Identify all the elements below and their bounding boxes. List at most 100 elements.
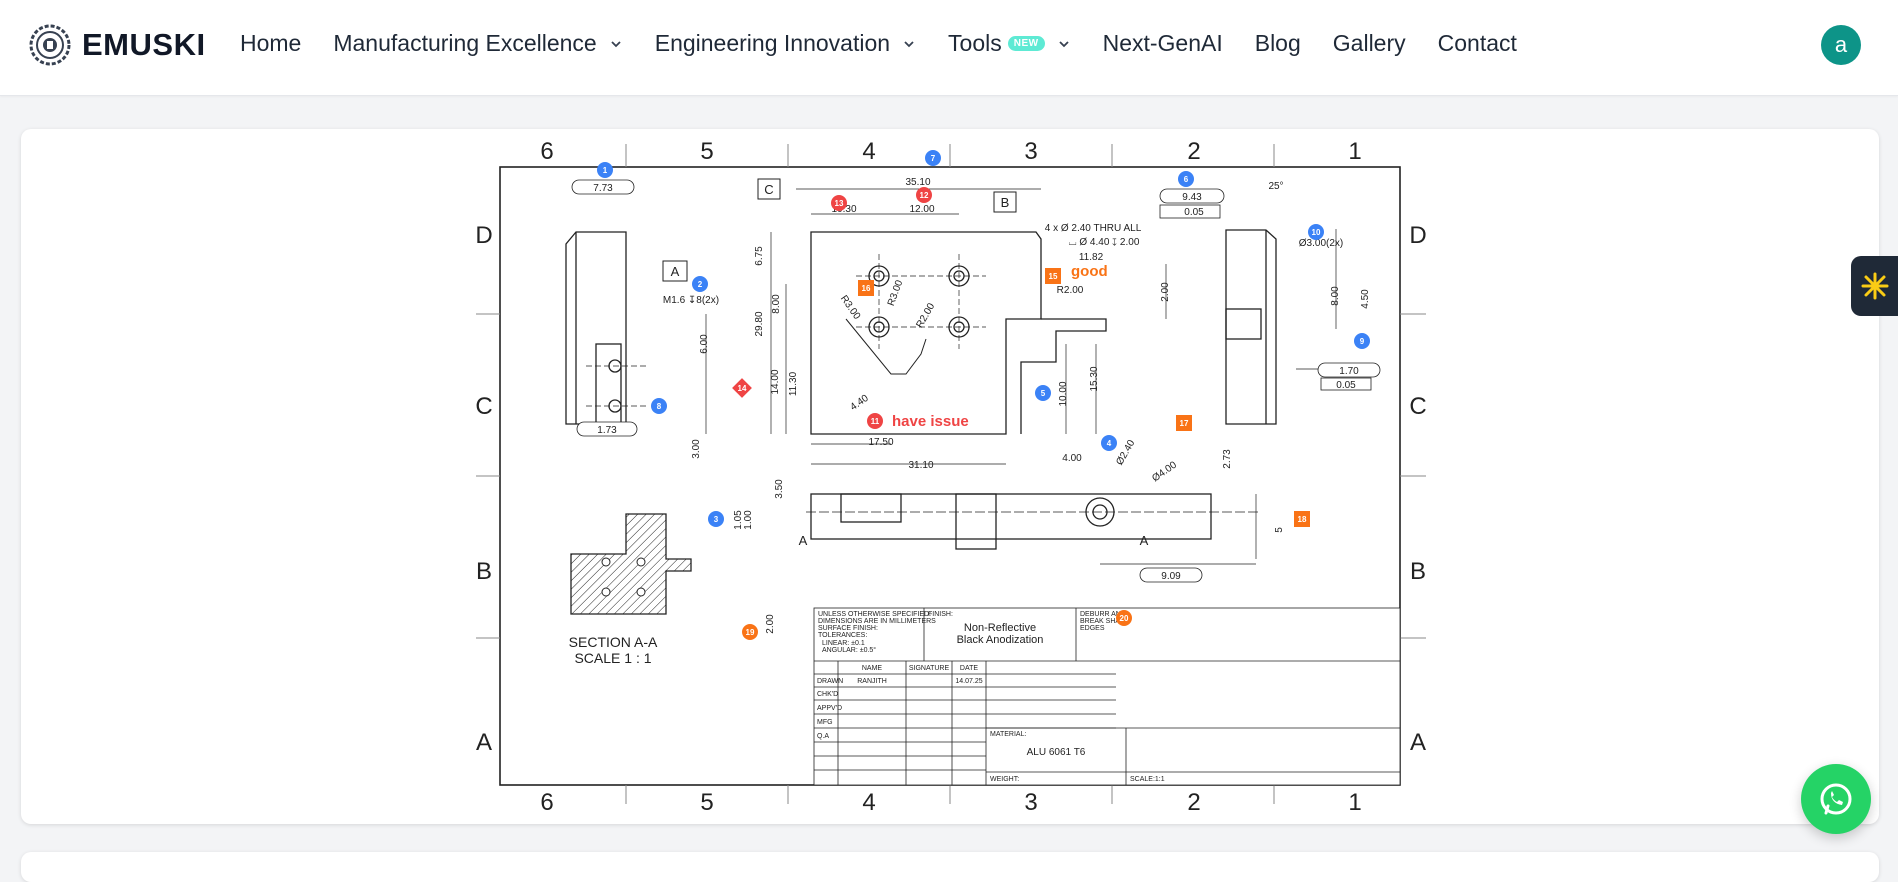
- annotation-marker-2[interactable]: 2: [692, 276, 708, 292]
- dimension-text: 1.73: [597, 425, 617, 436]
- title-block: [813, 607, 1401, 786]
- section-view: [806, 493, 1261, 550]
- col-header: SIGNATURE: [909, 665, 950, 672]
- dimension-text: R2.00: [1057, 285, 1084, 296]
- annotation-marker-20[interactable]: 20: [1116, 610, 1132, 626]
- nav-contact-label: Contact: [1437, 30, 1517, 56]
- svg-text:2: 2: [698, 280, 703, 289]
- svg-text:13: 13: [835, 199, 844, 208]
- svg-text:15: 15: [1049, 272, 1058, 281]
- dimension-text: 2.00: [1160, 282, 1171, 302]
- nav-engineering-innovation[interactable]: Engineering Innovation: [655, 30, 916, 57]
- nav-next-genai[interactable]: Next-GenAI: [1103, 30, 1223, 57]
- zone-col-label: 1: [1348, 138, 1361, 165]
- annotation-marker-12[interactable]: 12: [916, 187, 932, 203]
- annotation-marker-4[interactable]: 4: [1101, 435, 1117, 451]
- annotation-marker-3[interactable]: 3: [708, 511, 724, 527]
- dimension-text: 9.09: [1161, 571, 1181, 582]
- brand-name: EMUSKI: [82, 27, 206, 62]
- dimension-text: 14.00: [770, 369, 781, 394]
- zone-row-label: D: [475, 222, 492, 249]
- deburr-note: EDGES: [1080, 625, 1105, 632]
- annotation-marker-5[interactable]: 5: [1035, 385, 1051, 401]
- drawn-date: 14.07.25: [955, 678, 982, 685]
- zone-col-label: 3: [1024, 138, 1037, 165]
- col-header: NAME: [862, 665, 883, 672]
- dimension-text: 1.70: [1339, 366, 1359, 377]
- nav-tools[interactable]: Tools NEW: [948, 30, 1071, 57]
- right-side-view: [1225, 229, 1277, 425]
- nav-gallery-label: Gallery: [1332, 30, 1406, 56]
- section-hatch: [570, 513, 692, 615]
- chevron-down-icon: [904, 40, 914, 47]
- nav-manufacturing-excellence[interactable]: Manufacturing Excellence: [333, 30, 622, 57]
- dimension-text: 3.50: [774, 479, 785, 499]
- annotation-marker-13[interactable]: 13: [831, 195, 847, 211]
- user-avatar[interactable]: a: [1821, 25, 1861, 65]
- svg-text:12: 12: [920, 191, 929, 200]
- nav-gallery[interactable]: Gallery: [1333, 30, 1406, 57]
- col-header: DATE: [960, 665, 978, 672]
- annotation-marker-18[interactable]: 18: [1294, 511, 1310, 527]
- new-badge: NEW: [1007, 36, 1045, 51]
- dimension-text: 4.50: [1360, 289, 1371, 309]
- annotation-marker-14[interactable]: 14: [732, 378, 752, 398]
- dimension-text: 4 x Ø 2.40 THRU ALL: [1045, 223, 1142, 234]
- annotation-marker-7[interactable]: 7: [925, 150, 941, 166]
- comment-issue[interactable]: have issue: [892, 413, 969, 430]
- engineering-drawing: 6 5 4 3 2 1 6 5 4 3 2 1 D C B A D C B A: [475, 138, 1426, 816]
- dimension-text: 5: [1274, 527, 1285, 533]
- brand-logo[interactable]: EMUSKI: [28, 23, 206, 67]
- dimension-text: 10.30: [831, 204, 856, 215]
- drawn-name: RANJITH: [857, 678, 887, 685]
- dimension-text: R3.00: [886, 278, 906, 307]
- dimension-text: 8.00: [771, 294, 782, 314]
- section-scale: SCALE 1 : 1: [574, 650, 651, 666]
- side-widget-button[interactable]: [1851, 256, 1898, 316]
- svg-text:5: 5: [1041, 389, 1046, 398]
- chevron-down-icon: [611, 40, 621, 47]
- annotation-marker-17[interactable]: 17: [1176, 415, 1192, 431]
- tolerance-note: SURFACE FINISH:: [818, 625, 878, 632]
- dimension-text: ⌴ Ø 4.40 ↧ 2.00: [1069, 237, 1140, 248]
- dimension-text: 11.82: [1079, 252, 1104, 263]
- nav-blog[interactable]: Blog: [1255, 30, 1301, 57]
- annotation-marker-8[interactable]: 8: [651, 398, 667, 414]
- svg-text:4: 4: [1107, 439, 1112, 448]
- section-title: SECTION A-A: [569, 634, 658, 650]
- zone-col-label: 2: [1187, 789, 1200, 816]
- nav-home[interactable]: Home: [240, 30, 301, 57]
- tolerance-note: DIMENSIONS ARE IN MILLIMETERS: [818, 618, 936, 625]
- annotation-marker-6[interactable]: 6: [1178, 171, 1194, 187]
- nav-contact[interactable]: Contact: [1438, 30, 1517, 57]
- annotation-marker-19[interactable]: 19: [742, 624, 758, 640]
- dimension-text: 29.80: [754, 311, 765, 336]
- zone-row-label: A: [476, 729, 492, 756]
- nav-manufacturing-label: Manufacturing Excellence: [333, 30, 597, 56]
- svg-text:18: 18: [1298, 515, 1307, 524]
- datum-label: B: [1001, 195, 1010, 210]
- annotation-marker-11[interactable]: 11: [867, 413, 883, 429]
- deburr-note: DEBURR AND: [1080, 611, 1126, 618]
- zone-col-label: 6: [540, 789, 553, 816]
- dimension-text: 25°: [1268, 181, 1283, 192]
- scale-label: SCALE:1:1: [1130, 776, 1165, 783]
- dimension-text: 0.05: [1184, 207, 1204, 218]
- annotation-marker-15[interactable]: 15: [1045, 268, 1061, 284]
- svg-text:11: 11: [871, 417, 880, 426]
- annotation-marker-10[interactable]: 10: [1308, 224, 1324, 240]
- dimension-text: Ø3.00(2x): [1299, 238, 1343, 249]
- row-label: APPV'D: [817, 705, 842, 712]
- annotation-marker-1[interactable]: 1: [597, 162, 613, 178]
- material-label: MATERIAL:: [990, 731, 1026, 738]
- whatsapp-button[interactable]: [1801, 764, 1871, 834]
- annotation-marker-16[interactable]: 16: [858, 280, 874, 296]
- dimension-text: 4.00: [1062, 453, 1082, 464]
- dimension-text: 6.75: [754, 246, 765, 266]
- svg-text:6: 6: [1184, 175, 1189, 184]
- main-menu: Home Manufacturing Excellence Engineerin…: [240, 30, 1549, 57]
- svg-text:1: 1: [603, 166, 608, 175]
- svg-text:8: 8: [657, 402, 662, 411]
- annotation-marker-9[interactable]: 9: [1354, 333, 1370, 349]
- comment-good[interactable]: good: [1071, 263, 1108, 280]
